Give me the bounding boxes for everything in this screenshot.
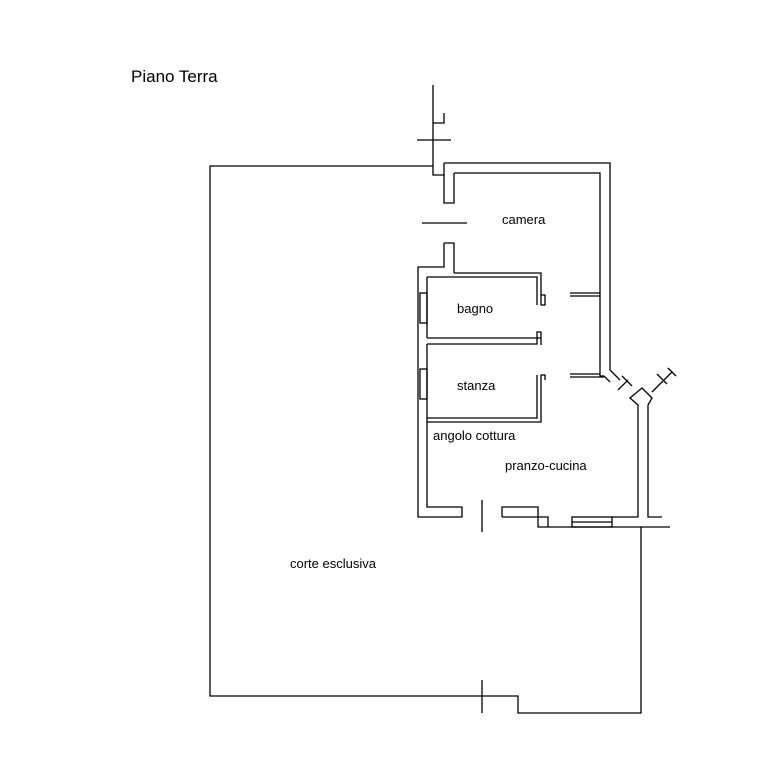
corte-boundary	[209, 165, 642, 714]
room-label-angolo-cottura: angolo cottura	[433, 428, 516, 443]
window	[419, 292, 428, 324]
outer-walls	[417, 162, 677, 532]
room-label-camera: camera	[502, 212, 546, 227]
floor-title: Piano Terra	[131, 67, 218, 86]
interior-walls	[419, 272, 604, 423]
room-label-pranzo-cucina: pranzo-cucina	[505, 458, 587, 473]
window	[419, 368, 428, 400]
room-label-corte: corte esclusiva	[290, 556, 376, 571]
room-label-stanza: stanza	[457, 378, 496, 393]
entrance-walls	[417, 85, 451, 176]
room-label-bagno: bagno	[457, 301, 494, 316]
